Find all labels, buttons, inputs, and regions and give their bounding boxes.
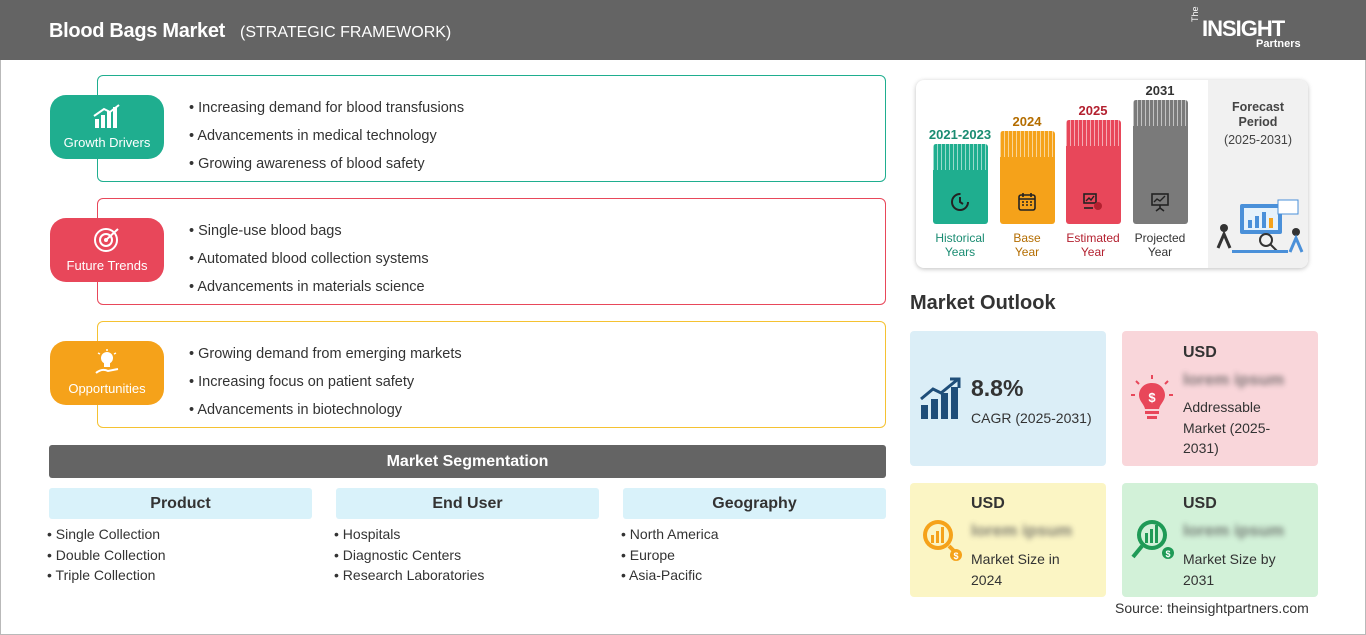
- size-2024-label-2: 2024: [971, 571, 1003, 588]
- forecast-panel: Forecast Period (2025-2031): [1208, 80, 1308, 268]
- list-item: North America: [621, 524, 719, 545]
- size-2024-usd: USD: [971, 495, 1005, 512]
- timeline-year-base: 2024: [1012, 114, 1042, 129]
- size-2031-label: Market Size by: [1183, 551, 1276, 567]
- segment-end-user-head: End User: [336, 488, 599, 519]
- list-item: Double Collection: [47, 545, 166, 566]
- addressable-usd: USD: [1183, 344, 1217, 361]
- market-segmentation-header: Market Segmentation: [49, 445, 886, 478]
- insight-partners-logo[interactable]: The INSIGHT Partners: [1190, 6, 1320, 54]
- addressable-label: Addressable: [1183, 399, 1261, 415]
- list-item: Growing awareness of blood safety: [189, 150, 464, 178]
- market-size-2024-card: $ USD lorem ipsum Market Size in 2024: [910, 483, 1106, 597]
- opportunities-tag: Opportunities: [50, 341, 164, 405]
- timeline-year-projected: 2031: [1145, 83, 1175, 98]
- cagr-value: 8.8%: [971, 375, 1024, 401]
- list-item: Single-use blood bags: [189, 217, 429, 245]
- page-title: Blood Bags Market: [49, 20, 226, 42]
- size-2031-usd: USD: [1183, 495, 1217, 512]
- list-item: Single Collection: [47, 524, 166, 545]
- list-item: Growing demand from emerging markets: [189, 340, 462, 368]
- growth-drivers-tag: Growth Drivers: [50, 95, 164, 159]
- list-item: Triple Collection: [47, 565, 166, 586]
- size-2024-label: Market Size in: [971, 551, 1060, 567]
- logo-the: The: [1190, 6, 1200, 22]
- historical-icon: [948, 190, 972, 214]
- addressable-value: lorem ipsum: [1183, 370, 1285, 389]
- logo-insight: INSIGHT: [1202, 16, 1285, 41]
- market-outlook-title: Market Outlook: [910, 292, 1056, 314]
- list-item: Asia-Pacific: [621, 565, 719, 586]
- list-item: Increasing demand for blood transfusions: [189, 94, 464, 122]
- growth-drivers-list: Increasing demand for blood transfusions…: [189, 94, 464, 178]
- timeline-year-historical: 2021-2023: [928, 127, 992, 142]
- segment-geography-head: Geography: [623, 488, 886, 519]
- addressable-market-card: $ USD lorem ipsum Addressable Market (20…: [1122, 331, 1318, 466]
- page-header: Blood Bags Market (STRATEGIC FRAMEWORK) …: [0, 0, 1366, 60]
- base-icon: [1015, 190, 1039, 214]
- opportunities-label: Opportunities: [68, 381, 146, 396]
- list-item: Advancements in biotechnology: [189, 396, 462, 424]
- growth-drivers-label: Growth Drivers: [63, 135, 151, 150]
- growth-drivers-box: Increasing demand for blood transfusions…: [97, 75, 886, 182]
- timeline-bar-historical: [933, 144, 988, 224]
- size-2031-value: lorem ipsum: [1183, 521, 1285, 540]
- timeline-bar-estimated: [1066, 120, 1121, 224]
- list-item: Automated blood collection systems: [189, 245, 428, 273]
- growth-bars-icon: [920, 377, 961, 419]
- list-item: Increasing focus on patient safety: [189, 368, 462, 396]
- dollar-bulb-icon: $: [1131, 375, 1173, 419]
- projected-icon: [1148, 190, 1172, 214]
- list-item: Advancements in medical technology: [189, 122, 464, 150]
- addressable-label-2: Market (2025-: [1183, 419, 1271, 436]
- future-trends-box: Single-use blood bags Automated blood co…: [97, 198, 886, 305]
- svg-text:$: $: [1148, 390, 1156, 405]
- svg-text:$: $: [953, 551, 958, 561]
- magnifier-chart-icon: $: [1131, 520, 1174, 559]
- source-note[interactable]: Source: theinsightpartners.com: [1115, 600, 1309, 616]
- page-subtitle: (STRATEGIC FRAMEWORK): [240, 24, 452, 41]
- list-item: Europe: [621, 545, 719, 566]
- forecast-label-2: Period: [1238, 115, 1278, 129]
- timeline-bar-projected: [1133, 100, 1188, 224]
- segment-end-user-list: Hospitals Diagnostic Centers Research La…: [334, 524, 485, 586]
- list-item: Advancements in materials science: [189, 273, 429, 301]
- segment-product-head: Product: [49, 488, 312, 519]
- size-2031-label-2: 2031: [1183, 571, 1215, 588]
- growth-chart-icon: [93, 104, 120, 128]
- svg-text:$: $: [1165, 549, 1170, 559]
- opportunities-box: Growing demand from emerging markets Inc…: [97, 321, 886, 428]
- list-item: Research Laboratories: [334, 565, 485, 586]
- future-trends-list: Single-use blood bags Automated blood co…: [189, 217, 429, 301]
- opportunities-list: Growing demand from emerging markets Inc…: [189, 340, 462, 424]
- forecast-label: Forecast: [1231, 100, 1285, 114]
- analytics-team-icon: [1216, 199, 1304, 253]
- estimated-icon: [1081, 190, 1105, 214]
- list-item: Hospitals: [334, 524, 484, 545]
- size-2024-value: lorem ipsum: [971, 521, 1073, 540]
- logo-partners: Partners: [1256, 38, 1301, 50]
- market-size-2031-card: $ USD lorem ipsum Market Size by 2031: [1122, 483, 1318, 597]
- cagr-card: 8.8% CAGR (2025-2031): [910, 331, 1106, 466]
- lightbulb-hand-icon: [95, 349, 119, 374]
- magnifier-chart-icon: $: [923, 520, 962, 561]
- segment-geography-list: North America Europe Asia-Pacific: [621, 524, 719, 586]
- segment-product-list: Single Collection Double Collection Trip…: [47, 524, 166, 586]
- list-item: Diagnostic Centers: [334, 545, 484, 566]
- future-trends-label: Future Trends: [66, 258, 148, 273]
- timeline-bar-base: [1000, 131, 1055, 224]
- addressable-label-3: 2031): [1183, 440, 1219, 456]
- forecast-range: (2025-2031): [1223, 133, 1293, 147]
- cagr-label: CAGR (2025-2031): [971, 410, 1092, 426]
- future-trends-tag: Future Trends: [50, 218, 164, 282]
- timeline-year-estimated: 2025: [1078, 103, 1108, 118]
- target-icon: [94, 228, 119, 252]
